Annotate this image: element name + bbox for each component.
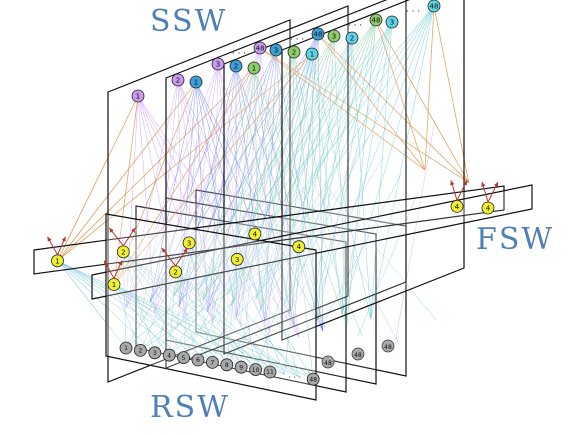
ssw-node-48: 48 <box>254 42 266 54</box>
node-label: 48 <box>314 31 323 39</box>
node-label: 3 <box>187 239 191 247</box>
ssw-node-3: 3 <box>328 30 340 42</box>
ssw-node-3: 3 <box>270 44 282 56</box>
node-label: 4 <box>486 205 491 213</box>
ssw-ellipsis: · · · <box>290 35 304 45</box>
node-label: 3 <box>216 61 220 69</box>
fsw-node-4: 4 <box>293 241 305 253</box>
ssw-ellipsis: · · · <box>232 49 246 59</box>
rsw-node-1: 1 <box>120 342 132 354</box>
ssw-tier-label: SSW <box>150 4 227 39</box>
rsw-back-label: 48 <box>324 360 332 367</box>
node-label: 4 <box>253 230 258 238</box>
fsw-node-3: 3 <box>183 237 195 249</box>
node-label: 2 <box>176 77 180 85</box>
node-label: 11 <box>266 369 274 376</box>
node-label: 7 <box>210 360 214 367</box>
rsw-node-11: 11 <box>264 366 276 378</box>
node-label: 1 <box>136 93 140 101</box>
ssw-node-3: 3 <box>212 58 224 70</box>
rsw-node-7: 7 <box>206 356 218 368</box>
rsw-node-8: 8 <box>221 359 233 371</box>
rsw-node-48: 48 <box>307 373 319 385</box>
node-label: 3 <box>332 33 336 41</box>
node-label: 1 <box>112 281 116 289</box>
node-label: 48 <box>309 376 317 383</box>
ssw-node-48: 48 <box>370 14 382 26</box>
fsw-node-1: 1 <box>108 279 120 291</box>
node-label: 48 <box>256 45 265 53</box>
rsw-ellipsis: · · · <box>288 373 301 382</box>
node-label: 4 <box>455 203 460 211</box>
ssw-node-1: 1 <box>306 48 318 60</box>
ssw-node-2: 2 <box>172 74 184 86</box>
rsw-node-10: 10 <box>250 364 262 376</box>
ssw-node-2: 2 <box>288 46 300 58</box>
node-label: 2 <box>121 248 125 256</box>
fsw-node-2: 2 <box>170 266 182 278</box>
ssw-node-48: 48 <box>312 28 324 40</box>
ssw-node-1: 1 <box>190 76 202 88</box>
rsw-node-6: 6 <box>192 354 204 366</box>
fsw-tier-label: FSW <box>476 222 554 257</box>
node-label: 2 <box>138 348 142 355</box>
rsw-node-4: 4 <box>163 349 175 361</box>
ssw-node-1: 1 <box>248 62 260 74</box>
fsw-node-4: 4 <box>249 228 261 240</box>
node-label: 2 <box>292 49 296 57</box>
ssw-node-2: 2 <box>346 32 358 44</box>
fsw-node-far-4: 4 <box>482 202 494 214</box>
rsw-node-5: 5 <box>178 352 190 364</box>
node-label: 3 <box>153 350 157 357</box>
fsw-node-far-4: 4 <box>451 200 463 212</box>
node-label: 4 <box>167 352 171 359</box>
node-label: 2 <box>173 268 177 276</box>
ssw-node-1: 1 <box>132 90 144 102</box>
fsw-node-1: 1 <box>52 255 64 267</box>
rsw-back-label: 48 <box>384 344 392 351</box>
node-label: 1 <box>124 345 128 352</box>
node-label: 1 <box>194 79 198 87</box>
rsw-node-2: 2 <box>134 344 146 356</box>
node-label: 5 <box>182 355 186 362</box>
node-label: 3 <box>390 19 394 27</box>
node-label: 48 <box>372 17 381 25</box>
node-label: 3 <box>235 256 239 264</box>
ssw-node-2: 2 <box>230 60 242 72</box>
node-label: 4 <box>297 243 302 251</box>
fsw-node-3: 3 <box>231 253 243 265</box>
ssw-ellipsis: · · · <box>348 21 362 31</box>
node-label: 48 <box>430 3 439 11</box>
fsw-node-2: 2 <box>117 246 129 258</box>
node-label: 2 <box>234 63 238 71</box>
ssw-ellipsis: · · · <box>406 7 420 17</box>
node-label: 3 <box>274 47 278 55</box>
node-label: 10 <box>252 367 260 374</box>
node-label: 9 <box>239 364 243 371</box>
node-label: 6 <box>196 357 200 364</box>
node-label: 1 <box>55 257 59 265</box>
node-label: 8 <box>225 362 229 369</box>
ssw-node-3: 3 <box>386 16 398 28</box>
node-label: 1 <box>310 51 314 59</box>
rsw-node-9: 9 <box>235 361 247 373</box>
ssw-node-48: 48 <box>428 0 440 12</box>
node-label: 2 <box>350 35 354 43</box>
rsw-node-3: 3 <box>149 347 161 359</box>
rsw-back-label: 48 <box>354 352 362 359</box>
rsw-tier-label: RSW <box>150 390 230 425</box>
node-label: 1 <box>252 65 256 73</box>
